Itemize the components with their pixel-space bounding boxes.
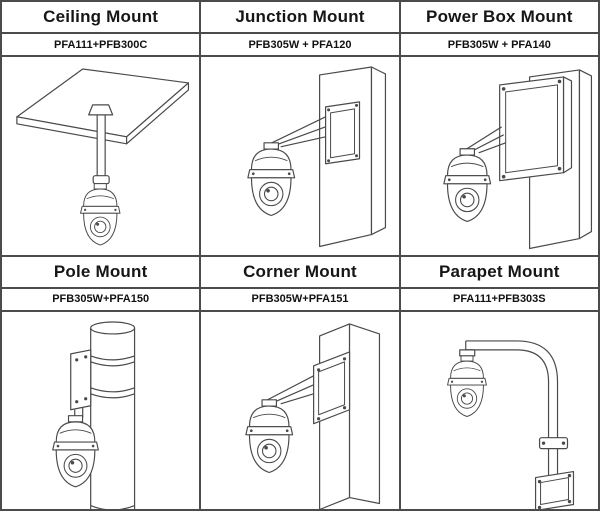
mount-part-numbers: PFB305W + PFA120 <box>201 34 399 57</box>
mount-title: Junction Mount <box>201 2 399 34</box>
mount-part-numbers: PFB305W + PFA140 <box>400 34 598 57</box>
mount-art-area <box>201 312 398 509</box>
mount-art-area <box>2 312 199 509</box>
mount-title: Corner Mount <box>201 257 399 289</box>
mount-art-area <box>401 312 598 509</box>
mount-cell-junction: Junction Mount PFB305W + PFA120 <box>201 2 401 257</box>
mount-cell-parapet: Parapet Mount PFA111+PFB303S <box>400 256 600 511</box>
mount-part-numbers: PFB305W+PFA151 <box>201 289 399 312</box>
mount-title: Ceiling Mount <box>2 2 200 34</box>
mount-cell-pole: Pole Mount PFB305W+PFA150 <box>2 256 202 511</box>
mount-art-area <box>2 57 199 255</box>
mount-title: Pole Mount <box>2 257 200 289</box>
mount-part-numbers: PFB305W+PFA150 <box>2 289 200 312</box>
mount-cell-ceiling: Ceiling Mount PFA111+PFB300C <box>2 2 202 257</box>
power-box-mount-illustration <box>442 69 592 250</box>
pole-mount-illustration <box>52 320 136 509</box>
mount-cell-corner: Corner Mount PFB305W+PFA151 <box>201 256 401 511</box>
mount-art-area <box>401 57 598 255</box>
mount-title: Power Box Mount <box>400 2 598 34</box>
ceiling-mount-illustration <box>16 68 190 246</box>
parapet-mount-illustration <box>446 339 574 509</box>
junction-mount-illustration <box>247 66 387 248</box>
corner-mount-illustration <box>245 322 381 509</box>
mount-part-numbers: PFA111+PFB300C <box>2 34 200 57</box>
mount-part-numbers: PFA111+PFB303S <box>400 289 598 312</box>
mount-title: Parapet Mount <box>400 257 598 289</box>
mount-art-area <box>201 57 398 255</box>
mount-cell-power-box: Power Box Mount PFB305W + PFA140 <box>400 2 600 257</box>
